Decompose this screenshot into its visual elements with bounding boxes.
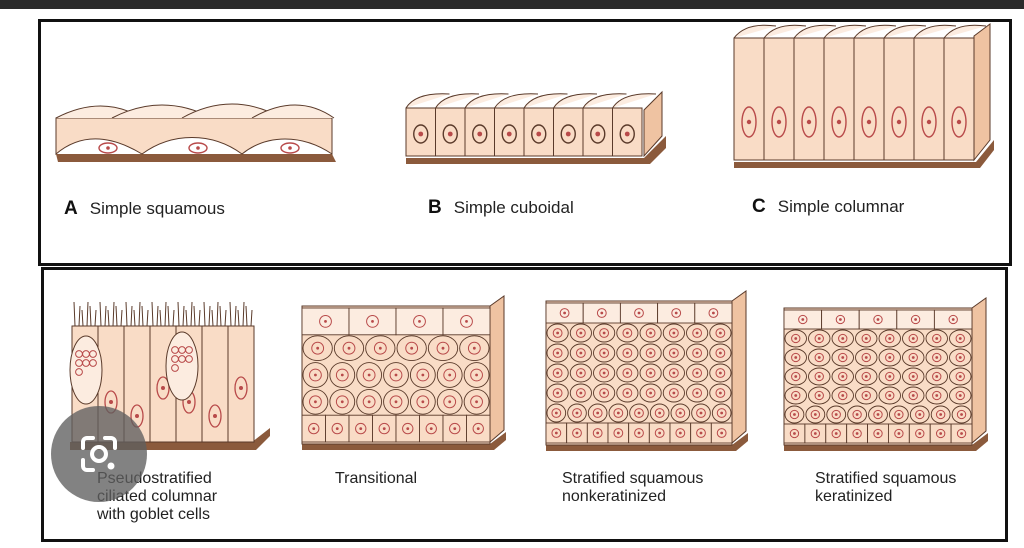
top-bar	[0, 0, 1024, 9]
lens-search-button[interactable]	[51, 406, 147, 502]
simple-cuboidal-illustration	[405, 90, 666, 164]
caption-stratified-nonkeratinized: Stratified squamous nonkeratinized	[562, 470, 704, 505]
transitional-illustration	[301, 295, 506, 450]
caption-stratified-keratinized: Stratified squamous keratinized	[815, 470, 957, 505]
stratified-nonkeratinized-illustration	[545, 290, 748, 451]
simple-squamous-illustration	[55, 103, 336, 162]
simple-columnar-illustration	[733, 23, 994, 168]
google-lens-icon	[81, 436, 117, 472]
stratified-keratinized-illustration	[783, 297, 988, 451]
caption-transitional: Transitional	[335, 470, 418, 487]
